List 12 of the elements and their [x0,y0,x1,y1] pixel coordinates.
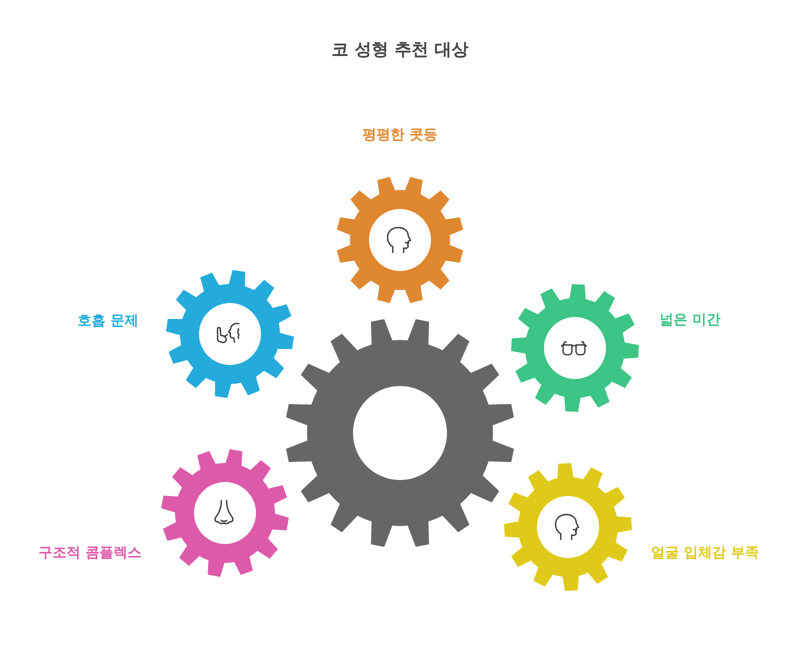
gear [160,448,290,578]
gear [335,175,465,305]
gear-label: 호흡 문제 [78,312,138,330]
gear-label: 넓은 미간 [660,311,720,329]
gear [510,283,640,413]
gear [503,462,633,592]
gear [284,317,516,549]
title: 코 성형 추천 대상 [332,39,468,61]
gear [165,269,295,399]
gear-label: 구조적 콤플렉스 [38,544,142,562]
gear-label: 얼굴 입체감 부족 [651,544,759,562]
gear-label: 평평한 콧등 [362,126,438,144]
